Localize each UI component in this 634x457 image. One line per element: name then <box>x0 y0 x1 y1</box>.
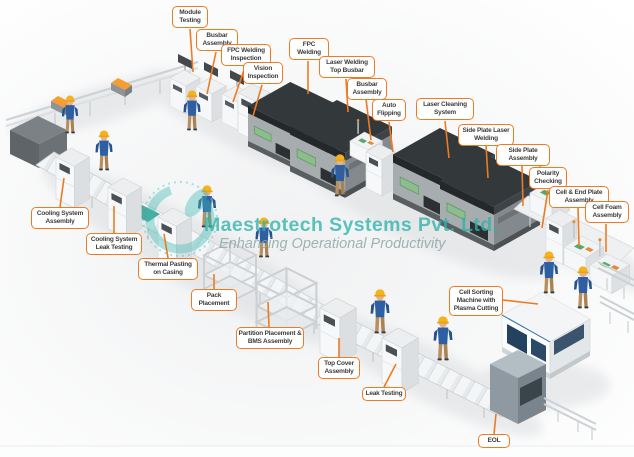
label-laser-cleaning-system: Laser Cleaning System <box>416 98 474 121</box>
watermark-tagline: Enhancing Operational Productivity <box>219 236 446 252</box>
label-auto-flipping: Auto Flipping <box>372 99 406 122</box>
label-cell-sorting-machine: Cell Sorting Machine with Plasma Cutting <box>449 286 503 317</box>
watermark-logo-icon <box>142 181 218 257</box>
right-edge-roller-conveyor <box>597 261 634 333</box>
label-cell-foam-assembly: Cell Foam Assembly <box>585 201 629 224</box>
label-busbar-assembly-2: Busbar Assembly <box>347 78 387 101</box>
label-thermal-pasting-on-casing: Thermal Pasting on Casing <box>138 258 198 281</box>
label-side-plate-assembly: Side Plate Assembly <box>496 144 550 167</box>
watermark-brand: Maestrotech Systems Pvt. Ltd. <box>204 214 498 236</box>
label-fpc-welding: FPC Welding <box>289 38 329 61</box>
label-polarity-checking: Polarity Checking <box>529 167 567 190</box>
label-leak-testing: Leak Testing <box>362 387 406 402</box>
label-pack-placement: Pack Placement <box>191 289 237 312</box>
top-cover-assembly-station <box>319 297 357 364</box>
label-cooling-system-leak-testing: Cooling System Leak Testing <box>86 233 142 256</box>
label-cooling-system-assembly: Cooling System Assembly <box>31 207 89 230</box>
label-side-plate-laser-welding: Side Plate Laser Welding <box>458 124 514 147</box>
cell-sorting-machine <box>501 291 591 379</box>
label-laser-welding-top-busbar: Laser Welding Top Busbar <box>319 56 375 79</box>
cooling-system-leak-testing-station <box>107 177 142 239</box>
leak-testing-station <box>381 327 419 394</box>
label-busbar-assembly-1: Busbar Assembly <box>196 29 238 52</box>
label-vision-inspection: Vision Inspection <box>243 62 283 85</box>
auto-flipping-station <box>365 143 396 197</box>
eol-machine <box>490 350 597 440</box>
label-partition-placement-bms: Partition Placement & BMS Assembly <box>236 327 304 350</box>
watermark: Maestrotech Systems Pvt. Ltd. Enhancing … <box>142 181 498 257</box>
label-eol: EOL <box>478 434 510 449</box>
label-top-cover-assembly: Top Cover Assembly <box>318 357 360 380</box>
label-module-testing: Module Testing <box>172 6 208 29</box>
